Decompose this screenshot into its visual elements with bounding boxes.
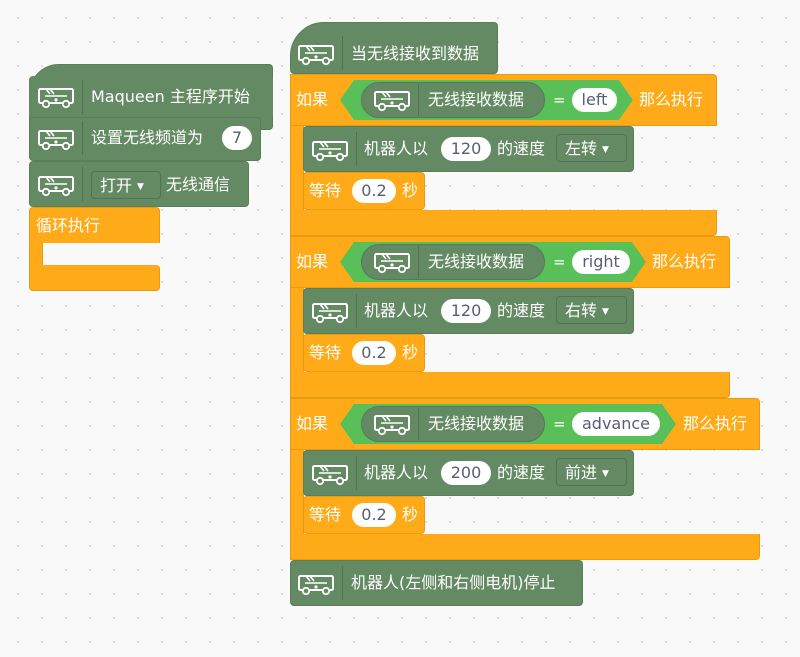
wait-unit-label: 秒 <box>402 505 419 524</box>
radio-data-reporter[interactable] <box>361 244 545 280</box>
chevron-down-icon: ▼ <box>137 182 144 192</box>
then-label: 那么执行 <box>652 252 717 271</box>
on-received-label: 当无线接收到数据 <box>351 44 480 63</box>
chevron-down-icon: ▼ <box>602 469 609 479</box>
maqueen-robot-car-icon <box>36 85 76 109</box>
chevron-down-icon: ▼ <box>602 145 609 155</box>
chevron-down-icon: ▼ <box>602 307 609 317</box>
then-label: 那么执行 <box>683 414 748 433</box>
direction-dropdown[interactable]: 左转▼ <box>556 134 627 162</box>
equals-operator: = <box>553 91 566 109</box>
wireless-onoff-dropdown[interactable]: 打开▼ <box>91 171 161 199</box>
then-label: 那么执行 <box>639 90 704 109</box>
maqueen-robot-car-icon <box>36 173 76 197</box>
speed-input[interactable]: 120 <box>441 299 491 323</box>
wait-label: 等待 <box>309 181 342 200</box>
robot-stop-block[interactable] <box>290 560 583 606</box>
wait-seconds-input[interactable]: 0.2 <box>352 503 396 527</box>
direction-dropdown[interactable]: 前进▼ <box>556 458 627 486</box>
wait-seconds-input[interactable]: 0.2 <box>352 341 396 365</box>
move-prefix-label: 机器人以 <box>364 463 429 482</box>
direction-dropdown[interactable]: 右转▼ <box>556 296 627 324</box>
speed-input[interactable]: 200 <box>441 461 491 485</box>
maqueen-robot-car-icon <box>310 300 350 324</box>
wait-seconds-input[interactable]: 0.2 <box>352 179 396 203</box>
speed-suffix-label: 的速度 <box>497 463 546 482</box>
radio-data-reporter[interactable] <box>361 406 545 442</box>
forever-label: 循环执行 <box>36 216 101 235</box>
move-prefix-label: 机器人以 <box>364 139 429 158</box>
maqueen-robot-car-icon <box>36 127 76 151</box>
wireless-label: 无线通信 <box>166 175 231 194</box>
compare-value-input[interactable]: advance <box>572 412 660 436</box>
speed-suffix-label: 的速度 <box>497 139 546 158</box>
maqueen-robot-car-icon <box>296 42 336 66</box>
wait-label: 等待 <box>309 343 342 362</box>
compare-value-input[interactable]: right <box>572 250 630 274</box>
radio-data-reporter[interactable] <box>361 82 545 118</box>
equals-operator: = <box>553 415 566 433</box>
move-prefix-label: 机器人以 <box>364 301 429 320</box>
speed-input[interactable]: 120 <box>441 137 491 161</box>
compare-value-input[interactable]: left <box>572 88 617 112</box>
channel-value-input[interactable]: 7 <box>222 126 252 150</box>
maqueen-robot-car-icon <box>372 412 412 436</box>
maqueen-robot-car-icon <box>310 462 350 486</box>
set-channel-label: 设置无线频道为 <box>91 128 204 147</box>
if-label: 如果 <box>296 252 329 271</box>
speed-suffix-label: 的速度 <box>497 301 546 320</box>
reporter-label: 无线接收数据 <box>428 414 525 433</box>
reporter-label: 无线接收数据 <box>428 252 525 271</box>
if-label: 如果 <box>296 90 329 109</box>
maqueen-robot-car-icon <box>296 572 336 596</box>
if-label: 如果 <box>296 414 329 433</box>
on-radio-received-block[interactable] <box>290 22 498 74</box>
wait-unit-label: 秒 <box>402 181 419 200</box>
forever-loop-block[interactable] <box>29 207 160 245</box>
start-block-label: Maqueen 主程序开始 <box>91 87 250 106</box>
maqueen-robot-car-icon <box>372 88 412 112</box>
wait-label: 等待 <box>309 505 342 524</box>
wait-unit-label: 秒 <box>402 343 419 362</box>
maqueen-robot-car-icon <box>372 250 412 274</box>
maqueen-robot-car-icon <box>310 138 350 162</box>
equals-operator: = <box>553 253 566 271</box>
stop-label: 机器人(左侧和右侧电机)停止 <box>351 573 556 592</box>
reporter-label: 无线接收数据 <box>428 90 525 109</box>
